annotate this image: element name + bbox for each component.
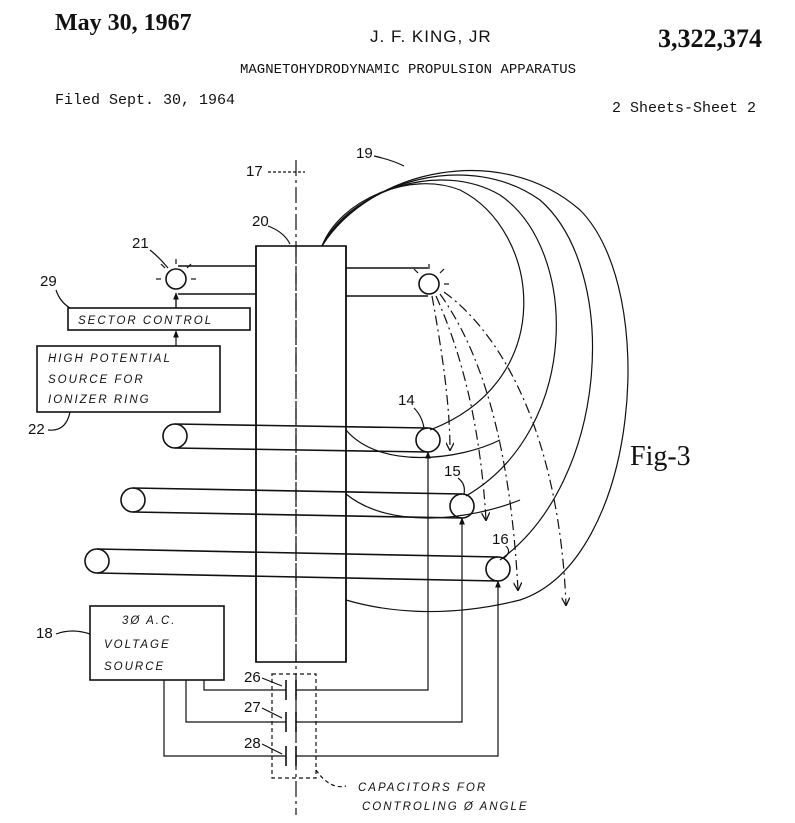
ref-15-leader (457, 477, 465, 495)
patent-title: MAGNETOHYDRODYNAMIC PROPULSION APPARATUS (240, 62, 577, 78)
filed-date: Filed Sept. 30, 1964 (55, 92, 236, 109)
voltage-source-line-3: SOURCE (104, 661, 165, 673)
capacitor-wiring (163, 451, 501, 757)
ref-26-leader (261, 677, 283, 687)
electrode-14 (162, 423, 441, 453)
ref-28: 28 (244, 735, 261, 752)
ref-14: 14 (398, 392, 415, 409)
ref-21: 21 (132, 235, 149, 252)
sheet-count: 2 Sheets-Sheet 2 (612, 100, 757, 117)
patent-date: May 30, 1967 (55, 10, 192, 36)
ref-21-leader (149, 249, 169, 269)
ref-19-leader (373, 155, 405, 167)
ref-19: 19 (356, 145, 373, 162)
voltage-source-box (89, 605, 225, 681)
ionizer-rays-left (156, 259, 196, 280)
ref-26: 26 (244, 669, 261, 686)
capacitor-group-box (271, 673, 317, 779)
ionizer-ring-right (418, 273, 440, 295)
ion-trajectories (431, 291, 566, 605)
patent-number: 3,322,374 (658, 24, 762, 53)
capacitor-27 (285, 712, 297, 732)
capacitor-note-line-1: CAPACITORS FOR (358, 782, 487, 794)
ref-16: 16 (492, 531, 509, 548)
ionizer-ring-left (165, 268, 187, 290)
figure-label: Fig-3 (630, 441, 691, 472)
high-potential-line-2: SOURCE FOR (48, 374, 145, 386)
ref-17: 17 (246, 163, 263, 180)
ref-20: 20 (252, 213, 269, 230)
capacitor-note-line-2: CONTROLING Ø ANGLE (362, 801, 529, 813)
ref-15: 15 (444, 463, 461, 480)
ref-22-leader (47, 411, 71, 431)
high-potential-line-3: IONIZER RING (48, 394, 151, 406)
ref-29-leader (55, 289, 71, 309)
ref-29: 29 (40, 273, 57, 290)
electrode-15 (120, 487, 475, 519)
capacitor-26 (285, 680, 297, 700)
voltage-source-line-1: 3Ø A.C. (122, 615, 176, 627)
ref-14-leader (413, 407, 425, 429)
sector-control-label: SECTOR CONTROL (78, 315, 213, 327)
high-potential-source-box (36, 345, 221, 413)
voltage-source-line-2: VOLTAGE (104, 639, 171, 651)
high-potential-line-1: HIGH POTENTIAL (48, 353, 172, 365)
ref-22: 22 (28, 421, 45, 438)
ref-16-leader (503, 545, 510, 559)
ref-18-leader (55, 630, 91, 635)
ionizer-rays-right (413, 264, 449, 285)
capacitor-note-leader (315, 769, 347, 788)
ref-27: 27 (244, 699, 261, 716)
inventor-name: J. F. KING, JR (370, 27, 492, 46)
electrode-16 (84, 548, 511, 582)
ref-20-leader (267, 225, 291, 245)
sector-control-box (67, 307, 251, 331)
capacitor-28 (285, 746, 297, 766)
ref-18: 18 (36, 625, 53, 642)
ref-28-leader (261, 743, 283, 755)
magnetic-field-lines (321, 170, 629, 613)
hull-body (255, 245, 347, 663)
ref-27-leader (261, 707, 283, 719)
